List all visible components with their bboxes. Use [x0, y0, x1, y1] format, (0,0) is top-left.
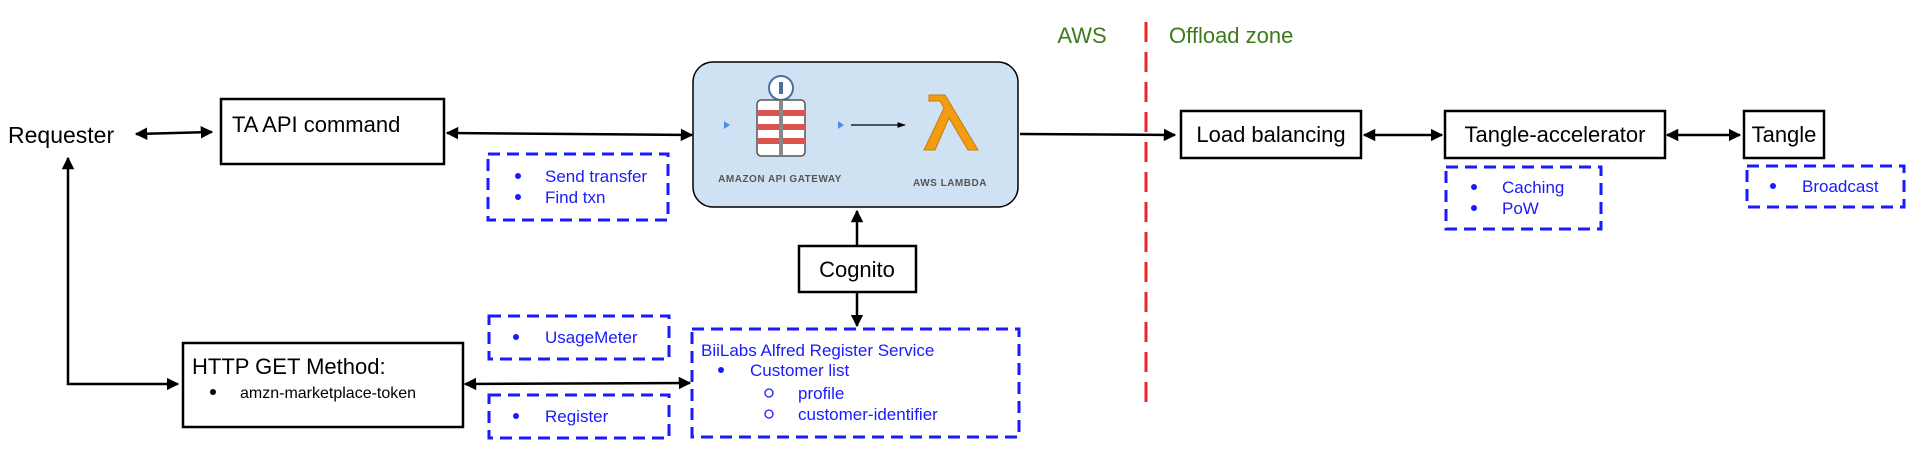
alfred-subitem: customer-identifier: [798, 405, 938, 424]
aws-services-panel: AMAZON API GATEWAY AWS LAMBDA: [692, 61, 1019, 208]
ta-commands-bullet: [515, 194, 521, 200]
http-get-method-title: HTTP GET Method:: [192, 354, 386, 379]
http-get-bullet: [210, 389, 216, 395]
alfred-sub-bullet: [764, 409, 774, 419]
load-balancing-label: Load balancing: [1196, 122, 1345, 147]
usage-meter-item: UsageMeter: [545, 328, 638, 347]
register-bullet: [513, 413, 519, 419]
ta-gateway-connector: [445, 126, 694, 142]
requester-label: Requester: [8, 122, 114, 148]
http-get-item: amzn-marketplace-token: [240, 385, 416, 402]
alfred-item: Customer list: [750, 361, 849, 380]
register-item: Register: [545, 407, 609, 426]
tangle-accelerator-box: [1443, 109, 1667, 160]
ta-api-command-label: TA API command: [232, 112, 400, 137]
ta-commands-note: [486, 152, 670, 222]
register-note: [487, 393, 671, 440]
ta-commands-bullet: [515, 173, 521, 179]
tangle-box: [1742, 109, 1826, 160]
alfred-subitem: profile: [798, 384, 844, 403]
cognito-label: Cognito: [819, 257, 895, 282]
usage-meter-bullet: [513, 334, 519, 340]
ta-features-bullet: [1471, 184, 1477, 190]
ta-features-bullet: [1471, 205, 1477, 211]
cognito-box: [797, 244, 918, 294]
ta-command-item: Find txn: [545, 188, 605, 207]
lambda-label: AWS LAMBDA: [913, 178, 987, 189]
ta-api-command-box: [219, 97, 446, 166]
requester-http-connector: [61, 156, 180, 391]
lambda-lb-connector: [1019, 128, 1177, 142]
requester-ta-connector: [134, 126, 214, 140]
zone-label-aws: AWS: [1057, 23, 1106, 48]
zone-label-offload: Offload zone: [1169, 23, 1293, 48]
ta-command-item: Send transfer: [545, 167, 647, 186]
api-gateway-label: AMAZON API GATEWAY: [718, 174, 842, 185]
ta-feature-item: PoW: [1502, 199, 1539, 218]
api-gateway-icon: [756, 75, 806, 157]
alfred-bullet: [718, 367, 724, 373]
tangle-accelerator-label: Tangle-accelerator: [1465, 122, 1646, 147]
ta-features-note: [1444, 165, 1603, 231]
usage-meter-note: [487, 314, 671, 361]
tangle-features-bullet: [1770, 183, 1776, 189]
http-alfred-connector: [463, 376, 692, 391]
http-get-method-box: [181, 341, 465, 429]
flow-dot-icon: [838, 121, 844, 129]
tangle-feature-item: Broadcast: [1802, 177, 1879, 196]
flow-dot-icon: [724, 121, 730, 129]
load-balancing-box: [1179, 109, 1363, 160]
alfred-register-service-note: [690, 327, 1021, 439]
alfred-title: BiiLabs Alfred Register Service: [701, 341, 934, 360]
tangle-label: Tangle: [1752, 122, 1817, 147]
lambda-icon: [923, 94, 979, 151]
ta-feature-item: Caching: [1502, 178, 1564, 197]
alfred-sub-bullet: [764, 388, 774, 398]
